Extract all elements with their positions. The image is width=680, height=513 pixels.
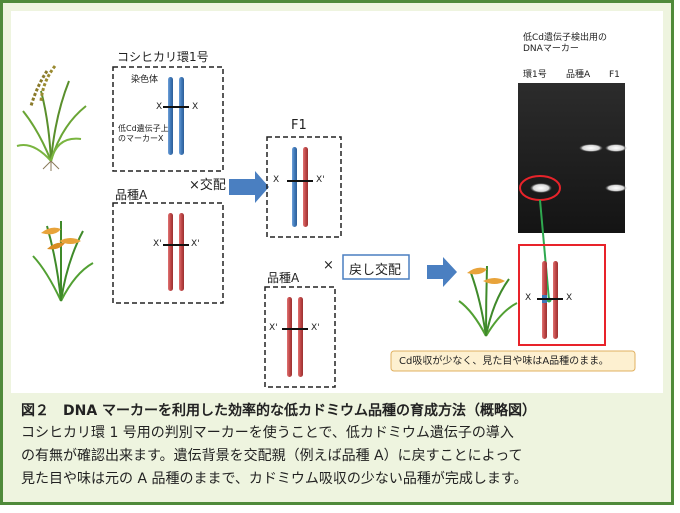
note-box [390, 350, 636, 372]
parent2-allele-left: X' [153, 239, 162, 249]
offspring-allele-left: X [525, 293, 532, 303]
parent2-title: 品種A [115, 188, 148, 202]
f1-chromosome-blue [292, 147, 297, 227]
pointer-line [539, 199, 550, 301]
diagram-panel: コシヒカリ環1号 染色体 X X 低Cd遺伝子上 のマーカーX 品種A X' X… [11, 11, 663, 393]
offspring-allele-right: X [566, 293, 573, 303]
backcross-chromosome-right [298, 297, 303, 377]
cross-arrow-icon [229, 171, 269, 203]
parent2-box [112, 202, 224, 304]
offspring-note: Cd吸収が少なく、見た目や味はA品種のまま。 [399, 356, 609, 367]
caption-line: 見た目や味は元の A 品種のままで、カドミウム吸収の少ない品種が完成します。 [21, 471, 528, 487]
f1-box [266, 136, 342, 238]
f1-allele-right: X' [316, 175, 325, 185]
parent1-allele-left: X [156, 102, 163, 112]
parent2-chromosome-left [168, 213, 173, 291]
backcross-allele-left: X' [269, 323, 278, 333]
parent1-chromosome-left [168, 77, 173, 155]
rice-plant-young-icon [32, 221, 94, 302]
parent1-marker-note-2: のマーカーX [118, 134, 164, 143]
caption-title: 図２ DNA マーカーを利用した効率的な低カドミウム品種の育成方法（概略図） [21, 403, 537, 419]
f1-title: F1 [291, 118, 307, 133]
gel-band-f1-upper [605, 144, 627, 152]
backcross-label-box [342, 254, 410, 280]
parent1-box [112, 66, 224, 172]
gel-title-line-1: 低Cd遺伝子検出用の [523, 33, 607, 43]
caption-line: コシヒカリ環 1 号用の判別マーカーを使うことで、低カドミウム遺伝子の導入 [21, 425, 514, 441]
parent1-allele-right: X [192, 102, 199, 112]
parent2-chromosome-right [179, 213, 184, 291]
rice-plant-result-icon [458, 265, 518, 337]
parent1-marker-note-1: 低Cd遺伝子上 [118, 124, 169, 133]
gel-lane-label: 環1号 [523, 70, 547, 80]
backcross-chromosome-left [287, 297, 292, 377]
backcross-label: 戻し交配 [349, 263, 402, 278]
gel-title-line-2: DNAマーカー [523, 44, 579, 54]
backcross-allele-right: X' [311, 323, 320, 333]
parent1-chromosome-right [179, 77, 184, 155]
figure-frame: コシヒカリ環1号 染色体 X X 低Cd遺伝子上 のマーカーX 品種A X' X… [0, 0, 674, 505]
cross-label: ×交配 [189, 178, 226, 193]
backcross-arrow-icon [427, 257, 457, 287]
parent1-title: コシヒカリ環1号 [117, 50, 209, 64]
figure-caption: 図２ DNA マーカーを利用した効率的な低カドミウム品種の育成方法（概略図） コ… [21, 400, 661, 491]
gel-image [518, 83, 625, 233]
gel-lane-label: 品種A [566, 70, 591, 80]
rice-plant-mature-icon [16, 65, 87, 171]
caption-line: の有無が確認出来ます。遺伝背景を交配親（例えば品種 A）に戻すことによって [21, 448, 523, 464]
parent1-chromosome-label: 染色体 [131, 75, 159, 85]
gel-band-hinshu-a [579, 144, 603, 152]
backcross-times: × [323, 258, 334, 273]
gel-band-kan1 [530, 183, 552, 193]
parent2-allele-right: X' [191, 239, 200, 249]
offspring-box [518, 244, 606, 346]
gel-band-f1-lower [605, 184, 627, 192]
backcross-parent-box [264, 286, 336, 388]
backcross-parent-title: 品種A [267, 271, 300, 285]
f1-chromosome-red [303, 147, 308, 227]
breeding-diagram [16, 65, 636, 388]
f1-allele-left: X [273, 175, 280, 185]
gel-lane-label: F1 [609, 70, 620, 80]
